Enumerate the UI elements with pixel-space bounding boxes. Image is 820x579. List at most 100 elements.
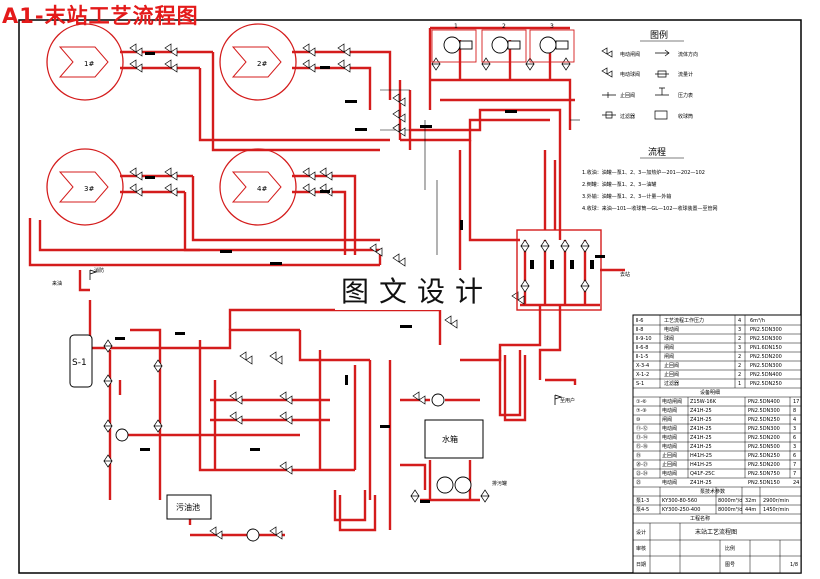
legend-item-2: 电动球阀 [620,71,640,78]
outlet-label: 去站 [620,271,630,278]
tank-4: 4# [219,148,297,226]
svg-text:电动阀: 电动阀 [662,479,677,486]
svg-text:电动阀: 电动阀 [664,326,679,333]
svg-text:日期: 日期 [636,562,646,568]
svg-text:设计: 设计 [636,529,646,536]
drawing-name: 末站工艺流程图 [695,528,737,536]
svg-text:2: 2 [738,354,741,360]
legend-item-7: 收球筒 [678,113,693,120]
tank-3: 3# [46,148,124,226]
svg-text:S-1: S-1 [636,381,644,387]
pump-group-top [431,29,575,63]
svg-text:PN2.5DN400: PN2.5DN400 [750,372,782,378]
svg-text:PN2.5DN200: PN2.5DN200 [748,462,780,468]
svg-text:6: 6 [793,435,796,441]
svg-text:⑩: ⑩ [636,417,641,423]
tank-1-label: 1# [84,60,94,68]
legend-item-3: 流量计 [678,71,693,78]
svg-text:PN1.6DN150: PN1.6DN150 [750,345,782,351]
svg-text:KY300-250-400: KY300-250-400 [662,507,700,513]
svg-text:2: 2 [738,363,741,369]
legend-item-0: 电动闸阀 [620,51,640,58]
svg-text:止回阀: 止回阀 [664,371,679,378]
lower-label: 排污罐 [492,480,507,487]
table-section-title: 设备明细 [700,389,720,396]
pump-1-label: 1 [454,23,458,30]
svg-text:1: 1 [738,381,741,387]
svg-text:⑳-㉑: ⑳-㉑ [636,461,648,468]
svg-text:3: 3 [793,444,796,450]
metering-skid [516,229,602,311]
inlet-label: 来油 [52,280,62,287]
footer-label: 工程名称 [690,515,710,522]
svg-text:PN2.5DN300: PN2.5DN300 [750,336,782,342]
svg-text:Z41H-25: Z41H-25 [690,480,712,486]
process-line-2: 2.倒罐：油罐—泵1、2、3—油罐 [582,181,656,188]
process-notes: 流程 1.收油：油罐—泵1、2、3—加热炉—201—202—102 2.倒罐：油… [582,146,718,212]
svg-text:⑪-⑫: ⑪-⑫ [636,425,648,432]
legend-item-1: 流体方向 [678,51,698,58]
svg-text:①-⑥: ①-⑥ [636,399,647,405]
svg-text:Z41H-25: Z41H-25 [690,444,712,450]
pump-3-label: 3 [550,23,554,30]
svg-text:闸阀: 闸阀 [664,353,674,360]
drawing-frame [18,19,802,574]
pipe-network [28,26,625,537]
svg-text:8000m³/d: 8000m³/d [718,507,742,513]
svg-text:8: 8 [793,408,796,414]
svg-text:Z41H-25: Z41H-25 [690,426,712,432]
svg-text:PN2.5DN400: PN2.5DN400 [748,399,780,405]
svg-text:2: 2 [738,372,741,378]
svg-text:止回阀: 止回阀 [662,461,677,468]
svg-text:审核: 审核 [636,545,646,552]
svg-text:㉒-㉔: ㉒-㉔ [636,470,648,477]
pumps-lower [115,393,472,542]
svg-text:44m: 44m [745,507,756,513]
svg-text:⑦-⑨: ⑦-⑨ [636,408,647,414]
svg-text:H41H-25: H41H-25 [690,453,712,459]
svg-text:PN2.5DN250: PN2.5DN250 [750,381,782,387]
svg-text:6m³/h: 6m³/h [750,318,765,324]
svg-text:电动阀: 电动阀 [662,434,677,441]
svg-text:1/8: 1/8 [790,562,798,568]
svg-text:PN2.5DN250: PN2.5DN250 [748,417,780,423]
svg-text:Q41F-25C: Q41F-25C [690,471,715,477]
svg-text:2: 2 [738,336,741,342]
svg-text:24: 24 [793,480,799,486]
water-tank-label: 水箱 [442,434,458,444]
svg-text:7: 7 [793,462,796,468]
svg-text:6: 6 [793,453,796,459]
svg-text:电动阀: 电动阀 [662,443,677,450]
svg-text:Z41H-25: Z41H-25 [690,408,712,414]
tank-3-label: 3# [84,185,94,193]
svg-text:PN2.5DN300: PN2.5DN300 [750,363,782,369]
pump-2-label: 2 [502,23,506,30]
tank-1: 1# [46,23,124,101]
process-line-1: 1.收油：油罐—泵1、2、3—加热炉—201—202—102 [582,169,705,176]
svg-text:PN2.5DN300: PN2.5DN300 [750,327,782,333]
svg-text:Ⅱ-9-10: Ⅱ-9-10 [636,336,652,342]
pipe-tags [115,52,605,503]
svg-text:3: 3 [793,426,796,432]
svg-text:3: 3 [738,327,741,333]
svg-text:4: 4 [738,318,741,324]
svg-text:Ⅱ-6: Ⅱ-6 [636,318,643,324]
svg-text:比例: 比例 [725,545,735,552]
svg-text:止回阀: 止回阀 [662,452,677,459]
svg-text:电动闸阀: 电动闸阀 [662,398,682,405]
watermark: 图文设计 [335,270,500,310]
svg-text:⑬-⑭: ⑬-⑭ [636,434,648,441]
svg-text:PN2.5DN200: PN2.5DN200 [748,435,780,441]
svg-text:PN2.5DN750: PN2.5DN750 [748,471,780,477]
svg-text:泵1-3: 泵1-3 [636,498,649,504]
svg-text:PN2.5DN300: PN2.5DN300 [748,426,780,432]
svg-text:PN2.5DN300: PN2.5DN300 [748,408,780,414]
svg-text:止回阀: 止回阀 [664,362,679,369]
legend-item-4: 止回阀 [620,92,635,99]
legend: 图例 电动闸阀 流体方向 电动球阀 流量计 止回阀 压力表 过滤器 收球筒 [601,29,698,120]
pump-section-title: 泵技术参数 [700,488,725,495]
svg-text:过滤器: 过滤器 [664,380,679,387]
